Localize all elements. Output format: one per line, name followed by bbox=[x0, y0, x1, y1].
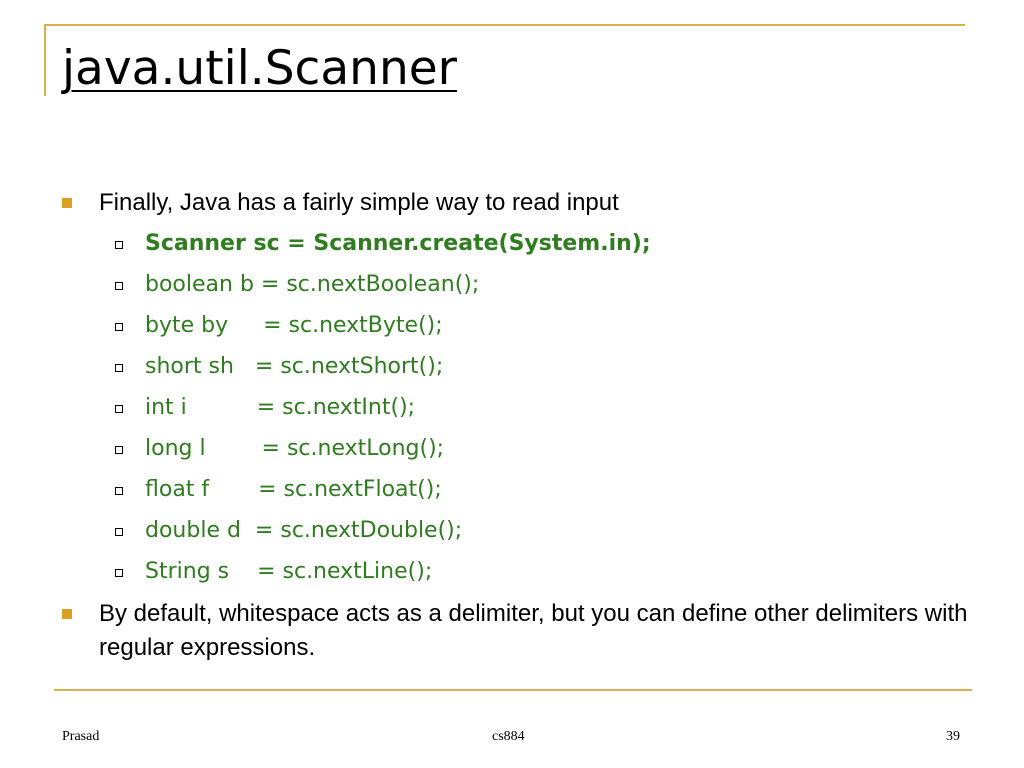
sub-bullet-box-icon bbox=[115, 282, 123, 290]
bullet-text: By default, whitespace acts as a delimit… bbox=[99, 600, 968, 661]
code-line: short sh = sc.nextShort(); bbox=[145, 354, 444, 379]
sub-bullet-box-icon bbox=[115, 405, 123, 413]
sub-bullet-box-icon bbox=[115, 487, 123, 495]
code-line: float f = sc.nextFloat(); bbox=[145, 477, 442, 502]
title-frame-left-line bbox=[44, 24, 46, 96]
sub-bullet-box-icon bbox=[115, 323, 123, 331]
footer-page-number: 39 bbox=[946, 729, 960, 744]
slide-title: java.util.Scanner bbox=[62, 41, 457, 96]
sub-bullet-box-icon bbox=[115, 241, 123, 249]
code-line: long l = sc.nextLong(); bbox=[145, 436, 445, 461]
sub-bullet-box-icon bbox=[115, 528, 123, 536]
title-frame-top-line bbox=[44, 24, 965, 26]
code-line: String s = sc.nextLine(); bbox=[145, 559, 433, 584]
code-line: byte by = sc.nextByte(); bbox=[145, 313, 443, 338]
footer-divider bbox=[54, 689, 972, 691]
bullet-square-icon bbox=[62, 198, 72, 208]
bullet-square-icon bbox=[62, 609, 72, 619]
footer-course: cs884 bbox=[492, 729, 525, 744]
code-line: Scanner sc = Scanner.create(System.in); bbox=[145, 231, 651, 256]
code-line: boolean b = sc.nextBoolean(); bbox=[145, 272, 480, 297]
code-line: int i = sc.nextInt(); bbox=[145, 395, 416, 420]
sub-bullet-box-icon bbox=[115, 569, 123, 577]
sub-bullet-box-icon bbox=[115, 364, 123, 372]
bullet-text: Finally, Java has a fairly simple way to… bbox=[99, 189, 619, 216]
footer-author: Prasad bbox=[62, 729, 100, 744]
code-line: double d = sc.nextDouble(); bbox=[145, 518, 463, 543]
sub-bullet-box-icon bbox=[115, 446, 123, 454]
